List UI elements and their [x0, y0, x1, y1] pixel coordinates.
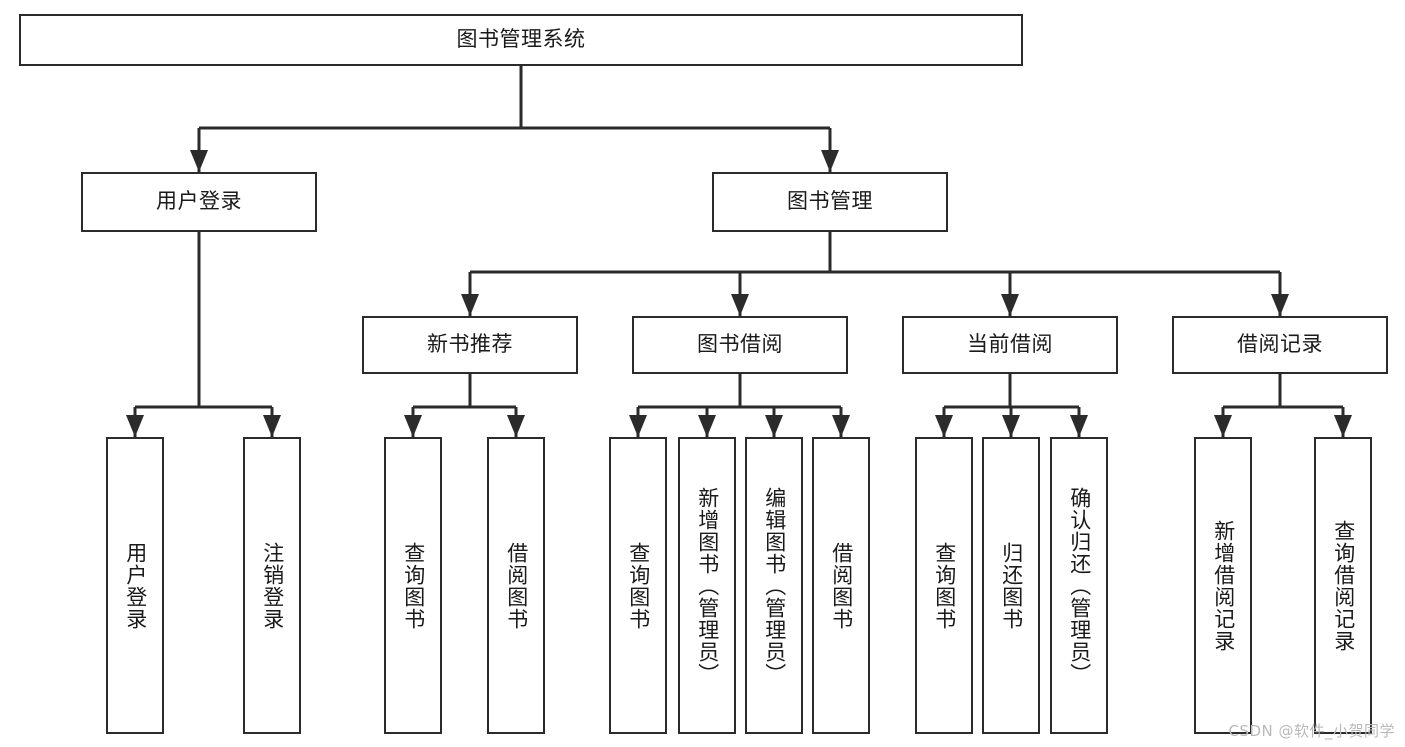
arrowhead-leaf-add-book	[698, 415, 716, 437]
node-label: 注销登录	[260, 541, 285, 630]
arrowhead-leaf-return	[1002, 415, 1020, 437]
node-leaf-return[interactable]: 归还图书	[982, 437, 1040, 734]
arrowhead-leaf-query-2	[629, 415, 647, 437]
arrowhead-leaf-edit-book	[765, 415, 783, 437]
node-label: 新书推荐	[427, 332, 513, 357]
arrowhead-leaf-user-login	[126, 415, 144, 437]
node-new-book-rec[interactable]: 新书推荐	[362, 316, 578, 374]
node-label: 新增借阅记录	[1211, 519, 1236, 652]
arrowhead-leaf-query-3	[935, 415, 953, 437]
node-label: 编辑图书（管理员）	[762, 486, 787, 685]
node-label: 归还图书	[999, 541, 1024, 630]
arrowhead-leaf-logout	[263, 415, 281, 437]
arrowhead-current-borrow	[1001, 294, 1019, 316]
node-label: 图书借阅	[697, 332, 783, 357]
node-leaf-query-1[interactable]: 查询图书	[384, 437, 442, 734]
node-label: 用户登录	[156, 189, 242, 214]
arrowhead-leaf-add-rec	[1214, 415, 1232, 437]
node-leaf-add-book[interactable]: 新增图书（管理员）	[678, 437, 736, 734]
node-book-manage[interactable]: 图书管理	[712, 172, 948, 232]
node-root[interactable]: 图书管理系统	[19, 14, 1023, 66]
arrowhead-leaf-confirm	[1070, 415, 1088, 437]
arrowhead-book-borrow	[731, 294, 749, 316]
node-leaf-user-login[interactable]: 用户登录	[106, 437, 164, 734]
node-label: 借阅记录	[1237, 332, 1323, 357]
node-leaf-query-2[interactable]: 查询图书	[609, 437, 667, 734]
node-label: 查询借阅记录	[1331, 519, 1356, 652]
arrowhead-user-login	[190, 150, 208, 172]
arrowhead-leaf-borrow-1	[507, 415, 525, 437]
node-current-borrow[interactable]: 当前借阅	[902, 316, 1118, 374]
arrowhead-leaf-borrow-2	[832, 415, 850, 437]
node-leaf-query-3[interactable]: 查询图书	[915, 437, 973, 734]
arrowhead-leaf-query-rec	[1334, 415, 1352, 437]
node-user-login[interactable]: 用户登录	[81, 172, 317, 232]
arrowhead-book-manage	[821, 150, 839, 172]
node-label: 用户登录	[123, 541, 148, 630]
arrowhead-borrow-record	[1271, 294, 1289, 316]
node-label: 查询图书	[401, 541, 426, 630]
node-label: 图书管理	[787, 189, 873, 214]
node-label: 查询图书	[932, 541, 957, 630]
node-leaf-borrow-1[interactable]: 借阅图书	[487, 437, 545, 734]
node-label: 借阅图书	[829, 541, 854, 630]
arrowhead-new-book-rec	[461, 294, 479, 316]
node-leaf-borrow-2[interactable]: 借阅图书	[812, 437, 870, 734]
node-label: 当前借阅	[967, 332, 1053, 357]
node-leaf-logout[interactable]: 注销登录	[243, 437, 301, 734]
arrowhead-leaf-query-1	[404, 415, 422, 437]
node-borrow-record[interactable]: 借阅记录	[1172, 316, 1388, 374]
node-label: 图书管理系统	[456, 27, 586, 52]
node-label: 确认归还（管理员）	[1067, 486, 1092, 685]
node-label: 借阅图书	[504, 541, 529, 630]
node-label: 查询图书	[626, 541, 651, 630]
node-leaf-add-rec[interactable]: 新增借阅记录	[1194, 437, 1252, 734]
node-leaf-confirm[interactable]: 确认归还（管理员）	[1050, 437, 1108, 734]
node-leaf-edit-book[interactable]: 编辑图书（管理员）	[745, 437, 803, 734]
node-leaf-query-rec[interactable]: 查询借阅记录	[1314, 437, 1372, 734]
node-book-borrow[interactable]: 图书借阅	[632, 316, 848, 374]
node-label: 新增图书（管理员）	[695, 486, 720, 685]
